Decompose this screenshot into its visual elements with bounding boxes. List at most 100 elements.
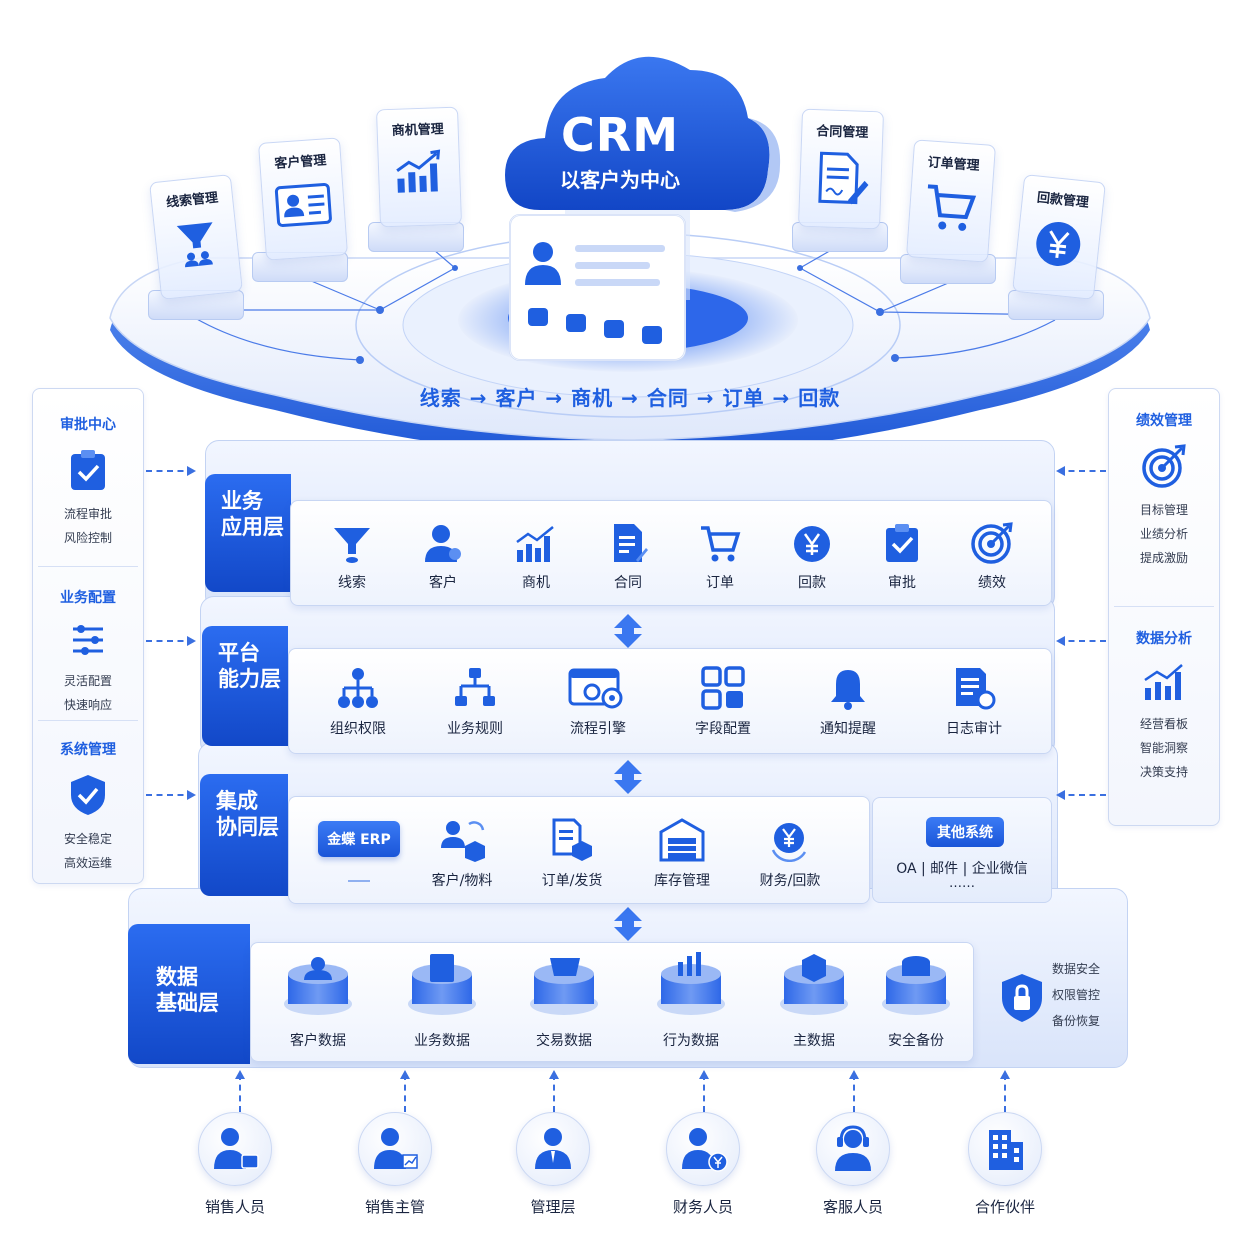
integration-item-customer-material[interactable]: 客户/物料 — [412, 816, 512, 890]
data-item-master[interactable]: 主数据 — [764, 1030, 864, 1050]
platform-item-audit-log[interactable]: 日志审计 — [924, 664, 1024, 738]
user-connector-arrow — [404, 1074, 406, 1112]
business-item-leads[interactable]: 线索 — [302, 518, 402, 592]
right-section-performance[interactable]: 绩效管理 目标管理 业绩分析 提成激励 — [1108, 410, 1220, 570]
left-section-approval[interactable]: 审批中心 流程审批 风险控制 — [32, 414, 144, 550]
integration-item-label: 库存管理 — [632, 870, 732, 890]
layer-title-line: 基础层 — [156, 990, 250, 1016]
user-connector-arrow — [703, 1074, 705, 1112]
platform-item-org-permissions[interactable]: 组织权限 — [308, 664, 408, 738]
user-management[interactable]: 管理层 — [498, 1112, 608, 1217]
order-shipping-icon — [550, 818, 594, 862]
platform-item-notifications[interactable]: 通知提醒 — [798, 664, 898, 738]
business-item-label: 订单 — [670, 572, 770, 592]
side-section-line: 提成激励 — [1108, 546, 1220, 570]
lock-shield-icon — [1000, 972, 1044, 1024]
contract-icon — [812, 149, 870, 209]
integration-item-order-shipping[interactable]: 订单/发货 — [522, 816, 622, 890]
module-label: 线索管理 — [151, 185, 233, 212]
growth-chart-icon — [515, 524, 557, 564]
id-card-icon — [272, 178, 335, 232]
platform-layer-title: 平台 能力层 — [202, 626, 288, 746]
layer-title-line: 协同层 — [216, 814, 288, 840]
erp-connector-line — [348, 880, 370, 882]
left-connector-arrow — [146, 794, 194, 796]
business-item-performance[interactable]: 绩效 — [942, 518, 1042, 592]
module-card-contracts[interactable]: 合同管理 — [798, 109, 884, 230]
user-label: 客服人员 — [798, 1196, 908, 1217]
cart-icon — [921, 180, 980, 236]
layer-title-line: 应用层 — [221, 514, 291, 540]
other-systems-list: OA | 邮件 | 企业微信 — [876, 858, 1048, 878]
integration-item-label: 订单/发货 — [522, 870, 622, 890]
module-card-orders[interactable]: 订单管理 — [906, 139, 996, 262]
org-chart-icon — [336, 666, 380, 710]
side-section-title: 业务配置 — [32, 587, 144, 607]
business-item-label: 线索 — [302, 572, 402, 592]
business-item-approval[interactable]: 审批 — [852, 518, 952, 592]
headset-agent-icon — [830, 1125, 876, 1173]
data-item-behavior[interactable]: 行为数据 — [641, 1030, 741, 1050]
data-item-transaction[interactable]: 交易数据 — [514, 1030, 614, 1050]
user-sales-manager[interactable]: 销售主管 — [340, 1112, 450, 1217]
bell-icon — [828, 666, 868, 710]
business-item-opportunities[interactable]: 商机 — [486, 518, 586, 592]
module-card-opportunities[interactable]: 商机管理 — [376, 107, 462, 228]
business-item-customers[interactable]: 客户 — [393, 518, 493, 592]
user-connector-arrow — [239, 1074, 241, 1112]
layer-title-line: 能力层 — [218, 666, 288, 692]
erp-system-button[interactable]: 金蝶 ERP — [318, 821, 400, 857]
business-item-label: 回款 — [762, 572, 862, 592]
side-divider — [1114, 606, 1214, 607]
business-item-contracts[interactable]: 合同 — [578, 518, 678, 592]
left-section-config[interactable]: 业务配置 灵活配置 快速响应 — [32, 587, 144, 717]
business-item-orders[interactable]: 订单 — [670, 518, 770, 592]
side-section-line: 灵活配置 — [32, 669, 144, 693]
module-card-payments[interactable]: 回款管理 — [1012, 174, 1106, 300]
integration-item-inventory[interactable]: 库存管理 — [632, 816, 732, 890]
crm-title: CRM — [545, 108, 695, 162]
clipboard-check-icon — [884, 522, 920, 564]
platform-item-label: 业务规则 — [425, 718, 525, 738]
platform-item-business-rules[interactable]: 业务规则 — [425, 664, 525, 738]
platform-item-label: 通知提醒 — [798, 718, 898, 738]
platform-item-field-config[interactable]: 字段配置 — [673, 664, 773, 738]
user-customer-service[interactable]: 客服人员 — [798, 1112, 908, 1217]
user-partners[interactable]: 合作伙伴 — [950, 1112, 1060, 1217]
module-card-leads[interactable]: 线索管理 — [149, 174, 243, 300]
user-sales-staff[interactable]: 销售人员 — [180, 1112, 290, 1217]
side-section-line: 流程审批 — [32, 502, 144, 526]
business-layer-title: 业务 应用层 — [205, 474, 291, 592]
data-security-list: 数据安全 权限管控 备份恢复 — [1052, 956, 1116, 1034]
funnel-icon — [172, 216, 221, 270]
module-card-customers[interactable]: 客户管理 — [258, 137, 348, 260]
right-connector-arrow — [1058, 640, 1106, 642]
layer-title-line: 平台 — [218, 640, 288, 666]
right-section-analytics[interactable]: 数据分析 经营看板 智能洞察 决策支持 — [1108, 628, 1220, 784]
left-section-system[interactable]: 系统管理 安全稳定 高效运维 — [32, 739, 144, 875]
database-icon — [882, 956, 950, 1015]
business-item-label: 绩效 — [942, 572, 1042, 592]
layer-connector-arrow — [610, 905, 646, 943]
user-finance-staff[interactable]: 财务人员 — [648, 1112, 758, 1217]
data-layer-title: 数据 基础层 — [128, 924, 250, 1064]
side-section-title: 数据分析 — [1108, 628, 1220, 648]
side-section-line: 业绩分析 — [1108, 522, 1220, 546]
bar-chart-icon — [1142, 662, 1186, 702]
business-item-label: 审批 — [852, 572, 952, 592]
database-icon — [530, 958, 598, 1015]
business-item-payments[interactable]: 回款 — [762, 518, 862, 592]
database-icon — [408, 954, 476, 1015]
integration-item-label: 财务/回款 — [740, 870, 840, 890]
warehouse-icon — [659, 818, 705, 862]
other-systems-button[interactable]: 其他系统 — [926, 817, 1004, 847]
data-item-customer[interactable]: 客户数据 — [268, 1030, 368, 1050]
data-item-business[interactable]: 业务数据 — [392, 1030, 492, 1050]
data-security-item: 备份恢复 — [1052, 1008, 1116, 1034]
user-connector-arrow — [1004, 1074, 1006, 1112]
funnel-icon — [332, 524, 372, 564]
integration-item-finance[interactable]: 财务/回款 — [740, 816, 840, 890]
other-systems-more: …… — [876, 876, 1048, 891]
platform-item-workflow-engine[interactable]: 流程引擎 — [548, 664, 648, 738]
data-item-backup[interactable]: 安全备份 — [866, 1030, 966, 1050]
